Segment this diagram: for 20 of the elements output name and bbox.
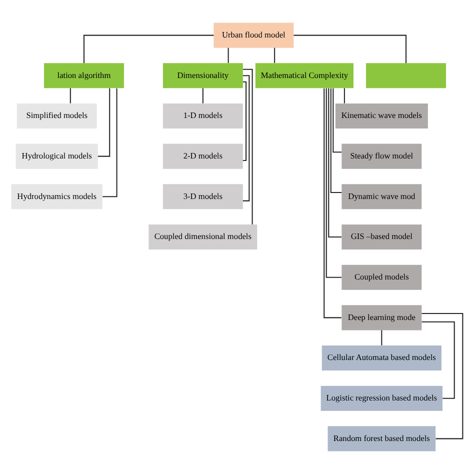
connector xyxy=(202,88,204,104)
connector xyxy=(422,321,455,399)
connector xyxy=(422,312,464,440)
connector xyxy=(328,88,342,238)
node-box xyxy=(366,63,446,88)
connector xyxy=(326,88,342,278)
connector xyxy=(381,330,382,346)
connector xyxy=(294,34,407,64)
connector xyxy=(324,88,342,318)
connector xyxy=(228,48,229,63)
connector xyxy=(330,88,342,193)
connector xyxy=(70,88,71,104)
connector xyxy=(98,88,110,157)
connector xyxy=(242,75,250,202)
connector xyxy=(243,68,253,224)
connector xyxy=(344,88,345,104)
connector xyxy=(274,48,276,63)
connector xyxy=(242,81,247,162)
connector xyxy=(83,34,214,64)
connector xyxy=(332,88,342,153)
